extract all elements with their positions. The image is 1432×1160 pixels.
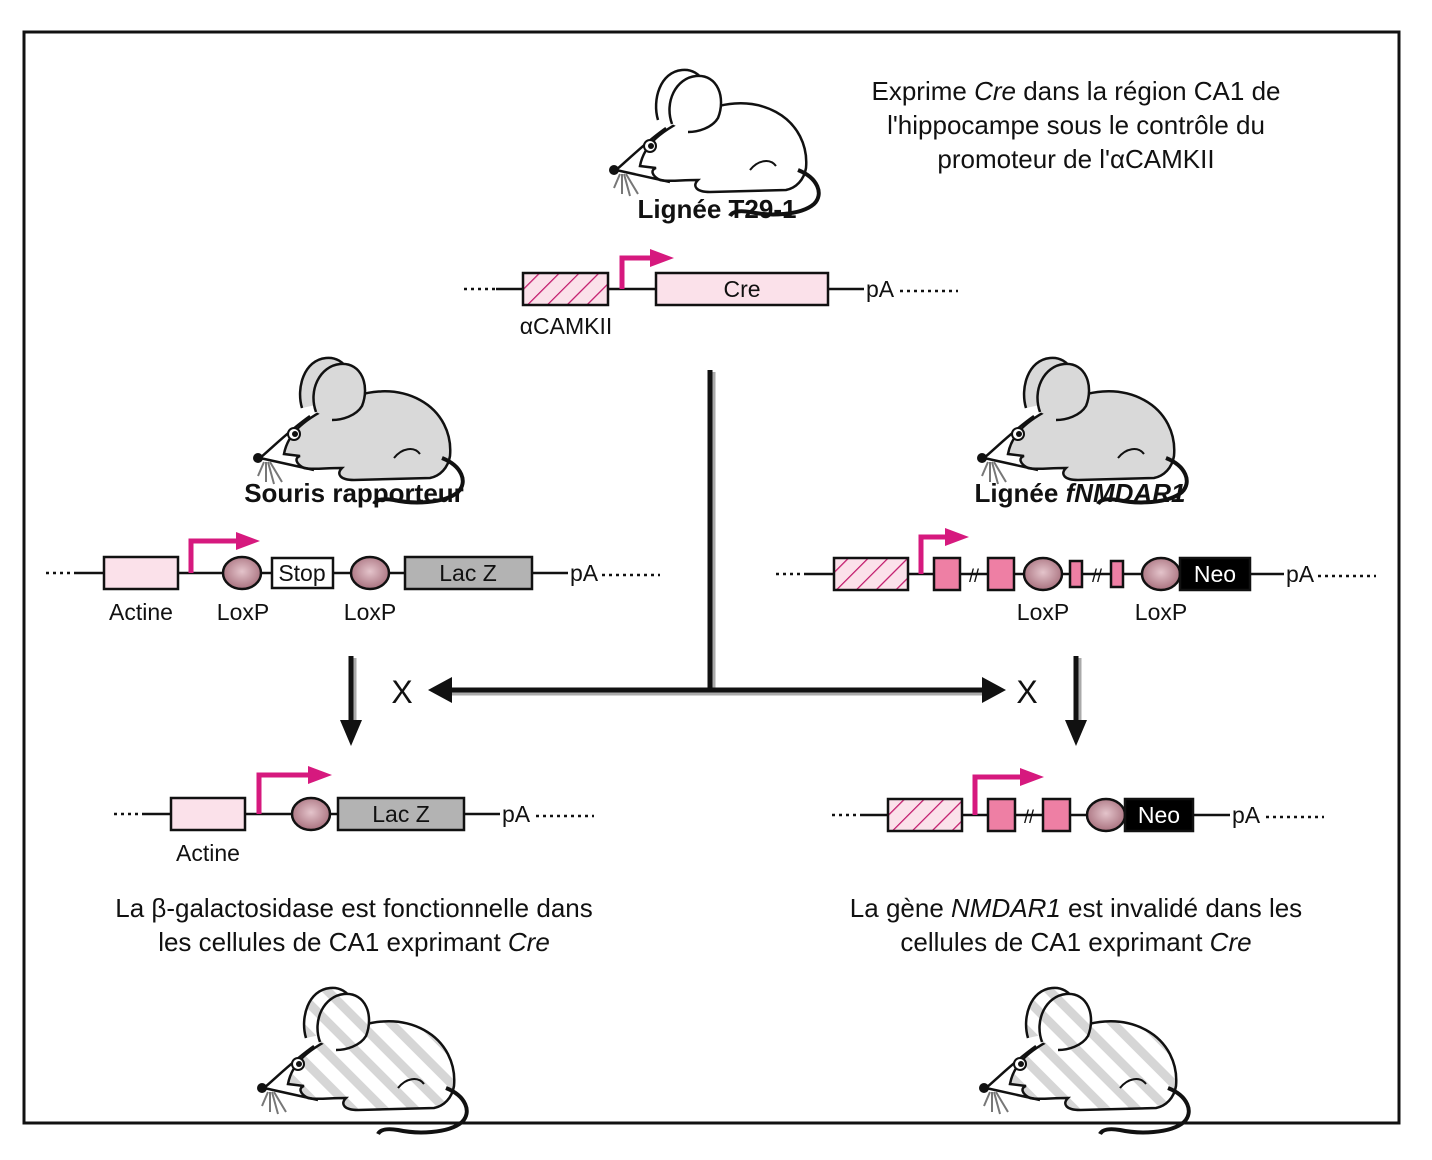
lacz-label: Lac Z <box>439 560 497 586</box>
loxp-site <box>349 555 391 591</box>
actine-promoter-box <box>102 555 180 591</box>
title-souris-rapporteur: Souris rapporteur <box>244 478 464 508</box>
description-top: Exprime Cre dans la région CA1 de l'hipp… <box>872 76 1281 174</box>
result-description-right: La gène NMDAR1 est invalidé dans les cel… <box>850 893 1302 957</box>
description-line: l'hippocampe sous le contrôle du <box>887 110 1265 140</box>
neo-label: Neo <box>1194 561 1236 587</box>
exon-box <box>1109 559 1125 589</box>
actine-label: Actine <box>109 599 173 625</box>
construct-t29-1: Cre pA αCAMKII <box>464 249 958 339</box>
title-t29-1: Lignée T29-1 <box>638 194 797 224</box>
loxp-label: LoxP <box>217 599 269 625</box>
description-line: promoteur de l'αCAMKII <box>937 144 1214 174</box>
lacz-gene-box <box>403 555 534 591</box>
promoter-arrow <box>188 538 240 573</box>
promoter-box <box>886 797 964 833</box>
promoter-arrow <box>972 774 1024 815</box>
construct-reporter: Stop Lac Z pA Actine LoxP LoxP <box>46 532 660 625</box>
loxp-site <box>1140 556 1182 592</box>
construct-reporter-recombined: Lac Z pA Actine <box>114 766 594 866</box>
construct-fnmdar1: // // Neo pA LoxP LoxP <box>776 528 1376 625</box>
construct-fnmdar1-recombined: // Neo pA <box>832 768 1324 833</box>
arrow-right-icon <box>982 677 1006 703</box>
description-line: les cellules de CA1 exprimant Cre <box>158 927 550 957</box>
cre-label: Cre <box>723 276 760 302</box>
cre-gene-box <box>654 271 830 307</box>
promoter-acamkii-box <box>521 271 610 307</box>
break-icon: // <box>1092 566 1102 586</box>
polya-label: pA <box>1232 802 1261 828</box>
exon-box <box>932 556 962 592</box>
loxp-site <box>1085 797 1127 833</box>
cross-symbol-left: X <box>391 674 412 710</box>
loxp-site <box>221 555 263 591</box>
promoter-box <box>832 556 910 592</box>
acamkii-label: αCAMKII <box>520 313 613 339</box>
exon-box <box>1068 559 1084 589</box>
stop-label: Stop <box>278 560 325 586</box>
mouse-icon <box>255 985 469 1136</box>
break-icon: // <box>969 566 979 586</box>
result-description-left: La β-galactosidase est fonctionnelle dan… <box>115 893 592 957</box>
exon-box <box>1041 797 1072 833</box>
loxp-site <box>1022 556 1064 592</box>
arrow-down-right <box>1065 656 1087 746</box>
actine-promoter-box <box>169 796 247 832</box>
promoter-arrow <box>918 534 948 574</box>
description-line: cellules de CA1 exprimant Cre <box>900 927 1251 957</box>
loxp-label: LoxP <box>1135 599 1187 625</box>
mouse-icon <box>977 985 1191 1136</box>
promoter-arrow <box>256 772 312 814</box>
exon-box <box>986 797 1017 833</box>
polya-label: pA <box>866 276 895 302</box>
description-line: La β-galactosidase est fonctionnelle dan… <box>115 893 592 923</box>
polya-label: pA <box>502 801 531 827</box>
figure-frame <box>22 30 1401 1125</box>
actine-label: Actine <box>176 840 240 866</box>
loxp-label: LoxP <box>1017 599 1069 625</box>
cross-connector <box>428 370 1006 703</box>
neo-gene-box <box>1178 556 1252 592</box>
arrow-left-icon <box>428 677 452 703</box>
description-line: La gène NMDAR1 est invalidé dans les <box>850 893 1302 923</box>
exon-box <box>986 556 1016 592</box>
loxp-label: LoxP <box>344 599 396 625</box>
stop-box <box>270 556 335 590</box>
lacz-label: Lac Z <box>372 801 430 827</box>
arrow-down-left <box>340 656 362 746</box>
neo-label: Neo <box>1138 802 1180 828</box>
promoter-arrow <box>619 255 654 289</box>
polya-label: pA <box>1286 561 1315 587</box>
loxp-site <box>290 796 332 832</box>
lacz-gene-box <box>336 796 466 832</box>
polya-label: pA <box>570 560 599 586</box>
break-icon: // <box>1024 807 1034 827</box>
title-fnmdar1: Lignée fNMDAR1 <box>975 478 1186 508</box>
description-line: Exprime Cre dans la région CA1 de <box>872 76 1281 106</box>
cross-symbol-right: X <box>1016 674 1037 710</box>
